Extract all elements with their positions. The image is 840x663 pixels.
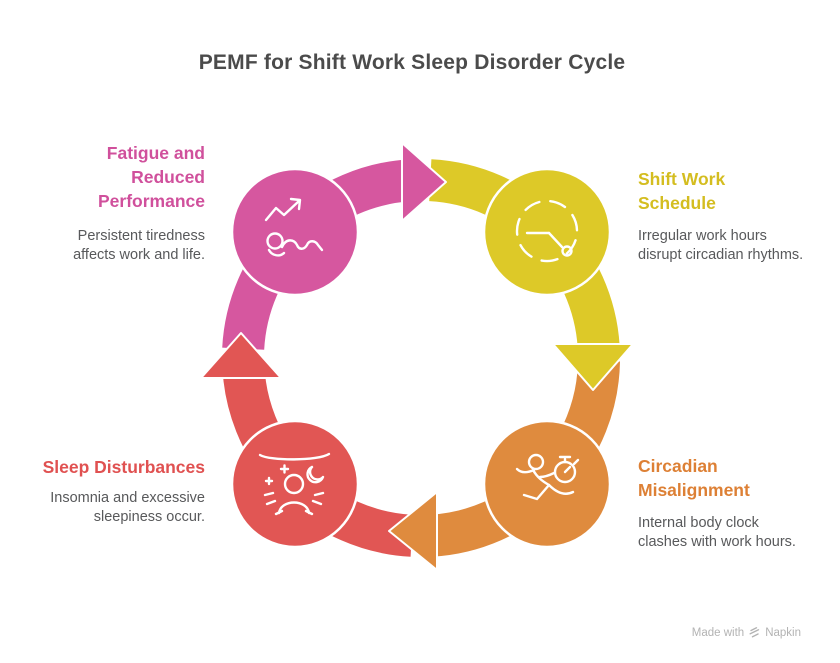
title-line: Sleep Disturbances (42, 457, 205, 477)
node-desc-shift-work: Irregular work hours disrupt circadian r… (638, 227, 803, 265)
desc-line: Persistent tiredness (77, 228, 205, 244)
arrowhead-left-icon (200, 332, 282, 379)
desc-line: affects work and life. (73, 247, 205, 263)
title-line: Performance (98, 191, 205, 211)
title-line: Misalignment (638, 480, 750, 500)
node-title-circadian: Circadian Misalignment (638, 454, 750, 502)
title-line: Reduced (131, 167, 205, 187)
node-title-sleep: Sleep Disturbances (43, 455, 205, 479)
arrowhead-right-icon (552, 343, 634, 391)
node-title-shift-work: Shift Work Schedule (638, 167, 725, 215)
watermark-brand: Napkin (765, 626, 801, 639)
desc-line: Internal body clock (638, 515, 759, 531)
title-line: Schedule (638, 193, 716, 213)
desc-line: Irregular work hours (638, 228, 767, 244)
desc-line: sleepiness occur. (93, 509, 205, 525)
title-line: Fatigue and (106, 143, 205, 163)
arrowhead-top-icon (401, 142, 447, 222)
page-title: PEMF for Shift Work Sleep Disorder Cycle (198, 51, 626, 74)
node-desc-fatigue: Persistent tiredness affects work and li… (73, 227, 205, 265)
clock-icon (515, 199, 579, 263)
runner-stopwatch-icon (515, 453, 580, 501)
node-desc-circadian: Internal body clock clashes with work ho… (638, 514, 796, 552)
restless-sleep-icon (258, 452, 331, 516)
arrowhead-bottom-icon (388, 491, 438, 571)
napkin-watermark-link[interactable]: Made with Napkin (692, 626, 801, 639)
desc-line: disrupt circadian rhythms. (638, 247, 804, 263)
watermark-prefix: Made with (691, 626, 745, 639)
title-line: Shift Work (638, 169, 726, 189)
cycle-arrowheads (200, 142, 634, 571)
desc-line: clashes with work hours. (638, 534, 796, 550)
node-title-fatigue: Fatigue and Reduced Performance (98, 141, 205, 213)
title-line: Circadian (638, 456, 718, 476)
situp-trend-icon (264, 197, 324, 257)
node-circles (230, 167, 612, 549)
desc-line: Insomnia and excessive (50, 490, 205, 506)
node-circle-sleep (230, 419, 360, 549)
napkin-logo-icon (749, 627, 760, 638)
node-desc-sleep: Insomnia and excessive sleepiness occur. (50, 489, 205, 527)
node-circle-fatigue (230, 167, 360, 297)
